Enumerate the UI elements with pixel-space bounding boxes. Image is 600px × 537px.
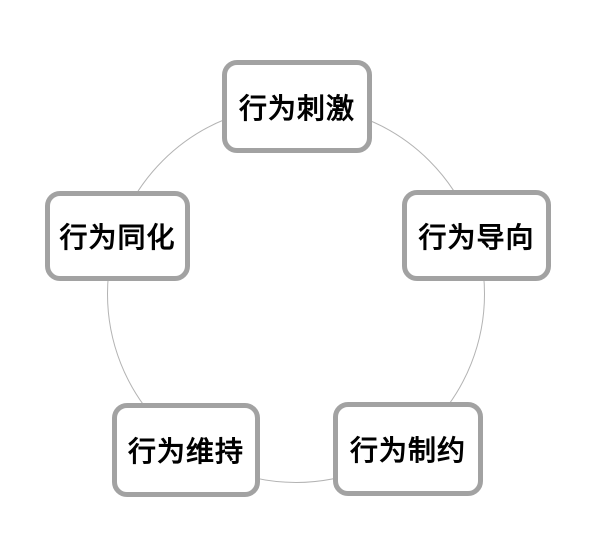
node-behavior-stimulus: 行为刺激 <box>222 60 372 153</box>
node-behavior-maintenance-label: 行为维持 <box>127 437 244 468</box>
node-behavior-constraint-label: 行为制约 <box>349 436 466 467</box>
node-behavior-constraint: 行为制约 <box>333 402 483 496</box>
node-behavior-orientation: 行为导向 <box>402 190 551 281</box>
node-behavior-stimulus-label: 行为刺激 <box>238 93 355 125</box>
node-behavior-orientation-label: 行为导向 <box>418 222 535 254</box>
node-behavior-assimilation-label: 行为同化 <box>59 223 176 254</box>
node-behavior-assimilation: 行为同化 <box>45 191 190 281</box>
node-behavior-maintenance: 行为维持 <box>112 403 260 497</box>
